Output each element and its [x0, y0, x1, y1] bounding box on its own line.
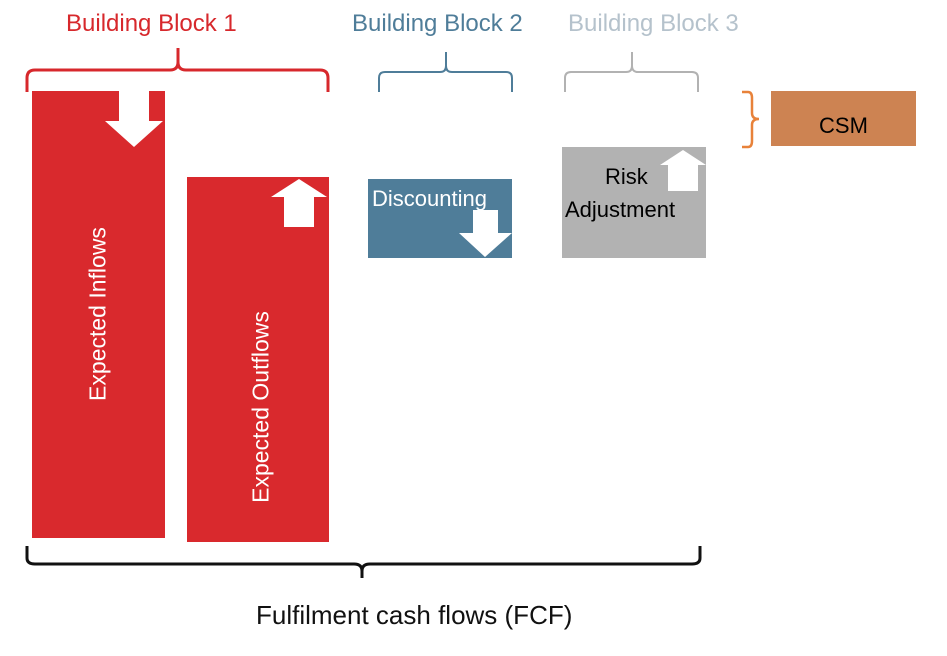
discounting-label: Discounting: [372, 186, 487, 211]
building-block-2-brace: [378, 52, 513, 92]
building-block-3-title: Building Block 3: [568, 10, 739, 37]
risk-adjustment-label-line1: Risk: [605, 164, 648, 189]
building-block-1-brace: [25, 48, 330, 92]
risk-up-arrow-icon: [660, 150, 706, 191]
discounting-down-arrow-icon: [459, 210, 512, 257]
building-block-2-title: Building Block 2: [352, 10, 523, 37]
expected-outflows-block: Expected Outflows: [187, 177, 329, 542]
risk-adjustment-label-line2: Adjustment: [565, 197, 676, 222]
csm-brace: [742, 90, 760, 149]
building-block-1-title: Building Block 1: [66, 10, 237, 37]
outflows-up-arrow-icon: [271, 179, 327, 227]
csm-block: CSM: [771, 91, 916, 146]
fcf-label: Fulfilment cash flows (FCF): [256, 600, 573, 630]
csm-label: CSM: [819, 113, 868, 138]
expected-inflows-block: Expected Inflows: [32, 91, 165, 538]
fcf-brace: [25, 546, 702, 578]
inflows-down-arrow-icon: [105, 91, 163, 147]
building-block-3-brace: [564, 52, 699, 92]
